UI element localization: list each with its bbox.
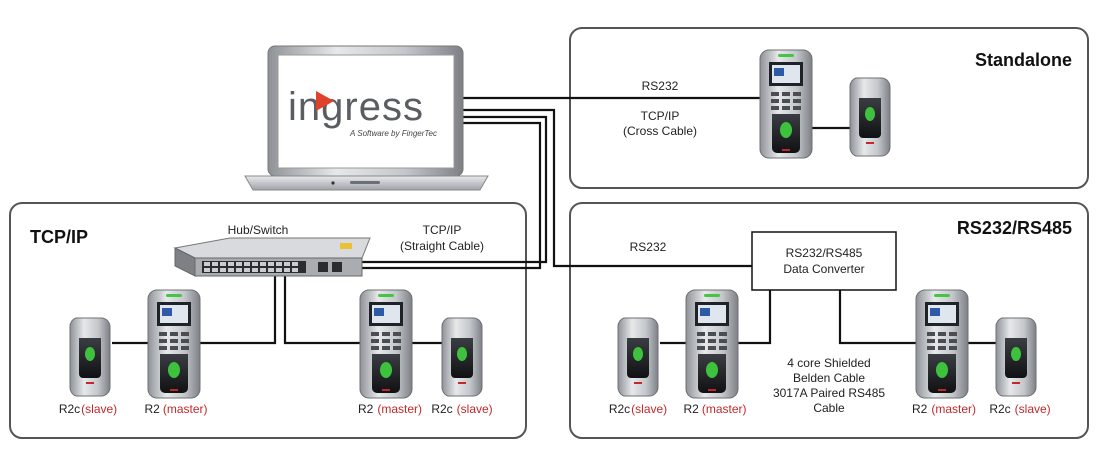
device-r2-tcp-2 bbox=[147, 289, 201, 399]
cables bbox=[112, 96, 996, 345]
converter-line1: RS232/RS485 bbox=[786, 246, 863, 260]
panel-tcpip bbox=[9, 202, 527, 439]
converter-line2: Data Converter bbox=[783, 262, 864, 276]
device-r2-rs-2 bbox=[685, 289, 739, 399]
tcpip-link-label1: TCP/IP bbox=[423, 223, 462, 237]
device-label-rs-3: R2(master) bbox=[912, 402, 976, 416]
device-label-tcp-2: R2(master) bbox=[144, 402, 207, 416]
cable-spec-line2: Belden Cable bbox=[793, 371, 865, 385]
device-r2-tcp-3 bbox=[359, 289, 413, 399]
hub-switch bbox=[173, 237, 371, 277]
data-converter-box bbox=[751, 231, 897, 291]
tcpip-link-label2: (Straight Cable) bbox=[400, 239, 484, 253]
cable-spec-line4: Cable bbox=[813, 401, 845, 415]
standalone-link-sub1: TCP/IP bbox=[641, 109, 680, 123]
panel-standalone-title: Standalone bbox=[975, 50, 1072, 70]
device-r2c-tcp-1 bbox=[69, 317, 111, 397]
ingress-logo-subtitle: A Software by FingerTec bbox=[349, 129, 437, 138]
cable-spec-line3: 3017A Paired RS485 bbox=[773, 386, 885, 400]
device-r2c-rs-1 bbox=[617, 317, 659, 397]
device-label-rs-1: R2c(slave) bbox=[609, 402, 667, 416]
device-label-rs-4: R2c(slave) bbox=[989, 402, 1050, 416]
device-r2c-rs-4 bbox=[995, 317, 1037, 397]
ingress-logo-text: ingress bbox=[288, 85, 424, 129]
device-r2c-tcp-4 bbox=[441, 317, 483, 397]
play-triangle-icon bbox=[316, 91, 334, 111]
device-label-rs-2: R2(master) bbox=[683, 402, 746, 416]
standalone-link-sub2: (Cross Cable) bbox=[623, 124, 697, 138]
device-label-tcp-4: R2c(slave) bbox=[431, 402, 492, 416]
panel-standalone bbox=[569, 27, 1089, 189]
panel-rs-title: RS232/RS485 bbox=[957, 218, 1072, 238]
panel-rs232-rs485 bbox=[569, 202, 1089, 439]
hub-switch-label: Hub/Switch bbox=[228, 223, 289, 237]
device-r2c-standalone bbox=[849, 77, 891, 157]
device-r2-standalone bbox=[759, 49, 813, 159]
device-label-tcp-1: R2c(slave) bbox=[59, 402, 117, 416]
device-r2-rs-3 bbox=[915, 289, 969, 399]
laptop bbox=[244, 45, 489, 191]
panel-tcpip-title: TCP/IP bbox=[30, 227, 88, 247]
cable-spec-line1: 4 core Shielded bbox=[787, 356, 870, 370]
rs-link-label: RS232 bbox=[630, 240, 667, 254]
device-label-tcp-3: R2(master) bbox=[358, 402, 422, 416]
standalone-link-label: RS232 bbox=[642, 79, 679, 93]
